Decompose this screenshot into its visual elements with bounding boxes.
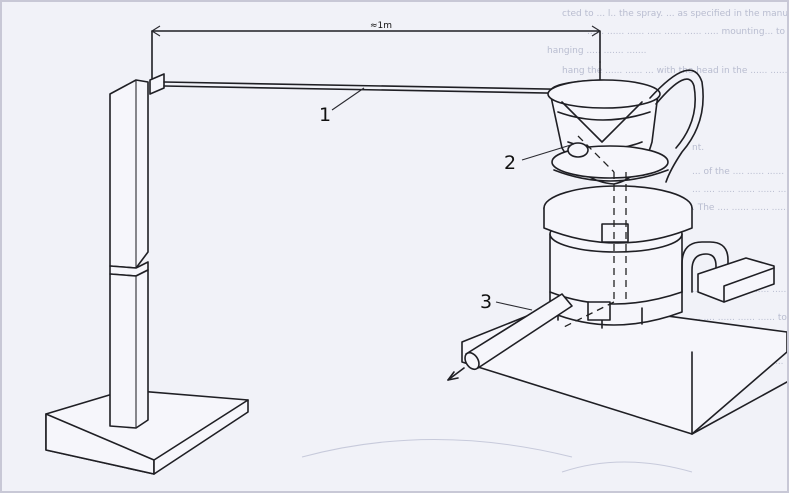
leader-3 (495, 301, 533, 311)
tube-loop-inner (691, 253, 717, 293)
stand-clamp (149, 73, 165, 95)
pump-box (697, 257, 775, 303)
vessel-inner-cone (561, 101, 643, 143)
callout-1: 1 (319, 104, 331, 126)
ghost-line: ...... ...... ...... ..... ...... ......… (587, 27, 787, 37)
vessel-handle (649, 69, 704, 183)
ghost-line: ... .... ...... ...... ...... ...... ...… (692, 185, 787, 195)
collar-clamp (601, 223, 629, 243)
dimension-line (151, 30, 601, 63)
support-rod-lower (163, 85, 601, 95)
pump-box-edge (723, 267, 775, 303)
dimension-arrow-right (591, 25, 601, 37)
outlet-pipe-end (464, 351, 480, 371)
flow-arrow (447, 371, 459, 381)
callout-3: 3 (480, 291, 492, 313)
callout-leaders (331, 87, 575, 311)
ghost-line: ... .... ...... ...... ...... to the air… (692, 313, 787, 323)
internal-duct-upper (577, 135, 615, 173)
ghost-line: . The .... ...... ...... ...... as the .… (692, 203, 787, 213)
ghost-arc (561, 461, 693, 473)
stand-base-side (153, 399, 249, 475)
stand-column-lower (109, 269, 149, 429)
stand-column-upper (109, 79, 149, 269)
base-window (587, 301, 611, 321)
support-rod (163, 81, 601, 91)
leader-1 (331, 87, 365, 111)
callout-2: 2 (504, 152, 516, 174)
vessel-band (557, 111, 651, 121)
overhead-rod (151, 25, 601, 99)
leader-2 (521, 143, 575, 161)
ghost-line: hanging ..... ....... ....... (547, 46, 647, 56)
dimension-label: ≈1m (370, 21, 392, 31)
ghost-arc (301, 439, 573, 458)
ghost-line: ... of the .... ...... ...... by means o… (692, 167, 787, 177)
support-stand (45, 73, 249, 475)
vessel-apparatus (447, 69, 787, 435)
table-edge-right (691, 381, 787, 435)
tube-loop (681, 241, 729, 293)
ghost-line: cted to ... l.. the spray. ... as specif… (562, 9, 787, 19)
ghost-line: nt. (692, 143, 704, 153)
filter-rim (553, 169, 669, 182)
internal-duct-bend (561, 301, 615, 329)
ghost-line: hang the ...... ...... ... with the head… (562, 66, 787, 76)
dimension-arrow-left (151, 25, 161, 37)
flow-line (447, 367, 465, 381)
vessel-handle-inner (655, 78, 696, 149)
filter-knob (567, 142, 589, 158)
vessel-rim (547, 79, 661, 109)
